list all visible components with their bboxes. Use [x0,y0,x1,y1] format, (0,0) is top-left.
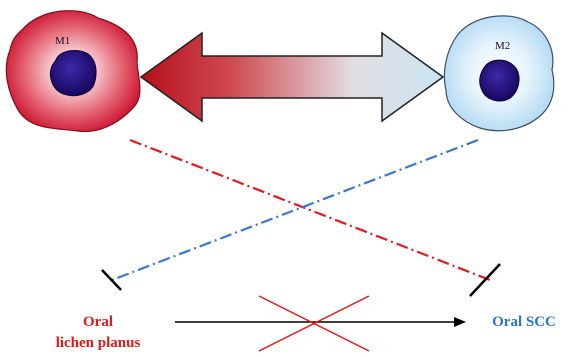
cross-stroke-2 [258,295,370,352]
m1-label: M1 [55,35,70,47]
scc-inhibition-bar [469,263,501,297]
m2-nucleus [479,59,520,102]
oral-lichen-planus-label-line1: Oral [83,314,113,330]
m2-to-olp-line [111,138,479,282]
oral-scc-label: Oral SCC [492,314,556,330]
m2-macrophage: M2 [443,15,555,132]
olp-inhibition-bar [101,269,122,291]
m2-label: M2 [495,40,510,52]
m1-to-scc-line [129,138,491,282]
m1-nucleus [49,50,97,97]
oral-lichen-planus-label-line2: lichen planus [56,335,141,351]
progression-arrowhead [454,317,466,327]
polarization-double-arrow [139,31,445,123]
m1-macrophage: M1 [5,10,141,133]
